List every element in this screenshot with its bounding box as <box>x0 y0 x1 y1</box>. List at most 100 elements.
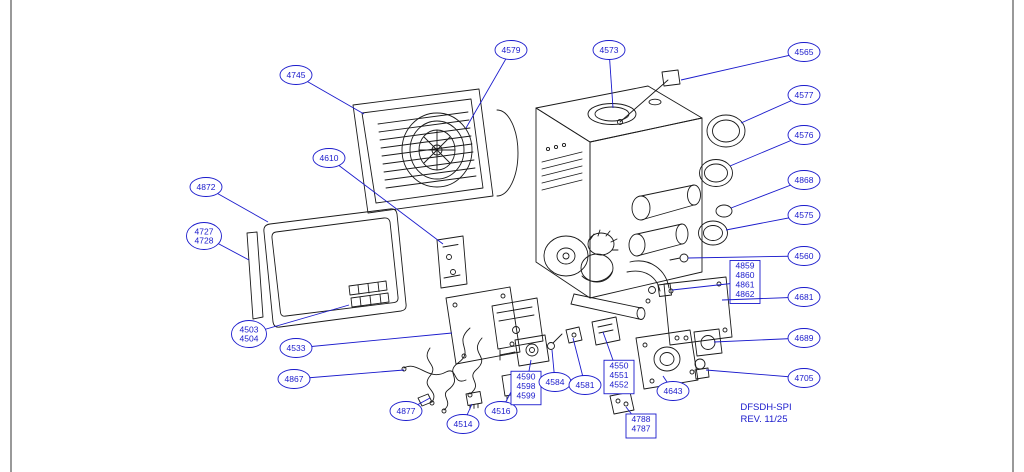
callout-4872: 4872 <box>189 177 269 223</box>
callout-box <box>603 359 635 395</box>
callout-ellipse <box>656 381 690 401</box>
callout-label: 4533 <box>287 343 306 353</box>
callout-ellipse <box>568 375 602 395</box>
callout-label: 4579 <box>502 45 521 55</box>
callout-ellipse <box>277 369 311 389</box>
callout-label: 4565 <box>795 47 814 57</box>
callout-ellipse <box>787 85 821 105</box>
callout-4643: 4643 <box>656 375 690 401</box>
callout-4576: 4576 <box>729 125 821 167</box>
callout-label: 4643 <box>664 386 683 396</box>
mounting-plate <box>635 329 699 390</box>
callout-4868: 4868 <box>730 170 821 209</box>
callout-label: 4681 <box>795 292 814 302</box>
callout-4565: 4565 <box>680 42 821 81</box>
callout-label: 4860 <box>736 270 755 280</box>
callout-label: 4727 <box>195 227 214 237</box>
wiring-harness <box>401 327 483 414</box>
callout-label: 4551 <box>610 370 629 380</box>
callout-label: 4598 <box>517 381 536 391</box>
callout-ellipse <box>494 40 528 60</box>
callout-label: 4599 <box>517 390 536 400</box>
fitting-4560 <box>669 253 689 263</box>
drawing-frame <box>10 0 1014 472</box>
back-plate <box>663 276 733 346</box>
callout-ellipse <box>787 42 821 62</box>
callout-ellipse <box>279 338 313 358</box>
callout-box <box>729 260 761 304</box>
callout-label: 4689 <box>795 333 814 343</box>
model-number: DFSDH-SPI <box>740 402 791 413</box>
callout-label: 4590 <box>517 371 536 381</box>
callout-label: 4787 <box>632 424 651 434</box>
callout-ellipse <box>787 125 821 145</box>
callout-ellipse <box>787 328 821 348</box>
callout-ellipse <box>279 65 313 85</box>
callout-label: 4552 <box>610 379 629 389</box>
callout-ellipse <box>787 205 821 225</box>
callout-ellipse <box>787 368 821 388</box>
callout-label: 4872 <box>197 182 216 192</box>
callout-label: 4788 <box>632 414 651 424</box>
callout-label: 4575 <box>795 210 814 220</box>
callout-box <box>625 413 657 439</box>
callout-4581: 4581 <box>568 337 602 395</box>
leader-line <box>705 369 805 379</box>
callout-label: 4504 <box>240 334 259 344</box>
control-mount-plate <box>445 286 544 365</box>
front-grille <box>352 88 519 214</box>
revision-label: REV. 11/25 <box>740 414 787 425</box>
callout-4584: 4584 <box>538 349 572 392</box>
relay-bracket <box>436 235 468 289</box>
exhaust-tubes <box>628 184 701 257</box>
callout-ellipse <box>231 320 267 348</box>
callout-label: 4516 <box>492 406 511 416</box>
furnace-casing <box>535 69 703 299</box>
callout-4575: 4575 <box>725 205 821 231</box>
callout-4579: 4579 <box>465 40 528 129</box>
callout-ellipse <box>787 170 821 190</box>
leader-line <box>328 157 444 245</box>
leader-line <box>465 49 512 129</box>
blower-assembly <box>543 229 646 320</box>
exhaust-elbow <box>626 260 670 292</box>
callout-label: 4877 <box>397 406 416 416</box>
callout-4533: 4533 <box>279 332 453 358</box>
callout-4573: 4573 <box>592 40 626 109</box>
callout-label: 4862 <box>736 289 755 299</box>
callout-label: 4560 <box>795 251 814 261</box>
callout-label: 4705 <box>795 373 814 383</box>
callout-ellipse <box>446 414 480 434</box>
callout-label: 4728 <box>195 236 214 246</box>
callout-ellipse <box>186 222 222 250</box>
exploded-drawing <box>246 69 746 415</box>
callout-ellipse <box>189 177 223 197</box>
callout-label: 4861 <box>736 280 755 290</box>
leader-line <box>680 51 805 81</box>
callout-4560: 4560 <box>687 246 821 266</box>
callout-ellipse <box>484 401 518 421</box>
callout-4689: 4689 <box>713 328 821 348</box>
callout-label: 4514 <box>454 419 473 429</box>
callout-label: 4576 <box>795 130 814 140</box>
callout-label: 4584 <box>546 377 565 387</box>
callout-4577: 4577 <box>740 85 821 124</box>
callout-label: 4859 <box>736 261 755 271</box>
callout-ellipse <box>592 40 626 60</box>
callout-label: 4573 <box>600 45 619 55</box>
callout-ellipse <box>787 287 821 307</box>
drain-fitting <box>694 358 710 380</box>
callout-ellipse <box>312 148 346 168</box>
bracket-4788 <box>609 391 635 415</box>
callout-box <box>510 370 542 406</box>
callout-label: 4550 <box>610 360 629 370</box>
callout-label: 4577 <box>795 90 814 100</box>
callout-ellipse <box>389 401 423 421</box>
leader-line <box>295 332 453 349</box>
limit-switch <box>565 326 583 344</box>
